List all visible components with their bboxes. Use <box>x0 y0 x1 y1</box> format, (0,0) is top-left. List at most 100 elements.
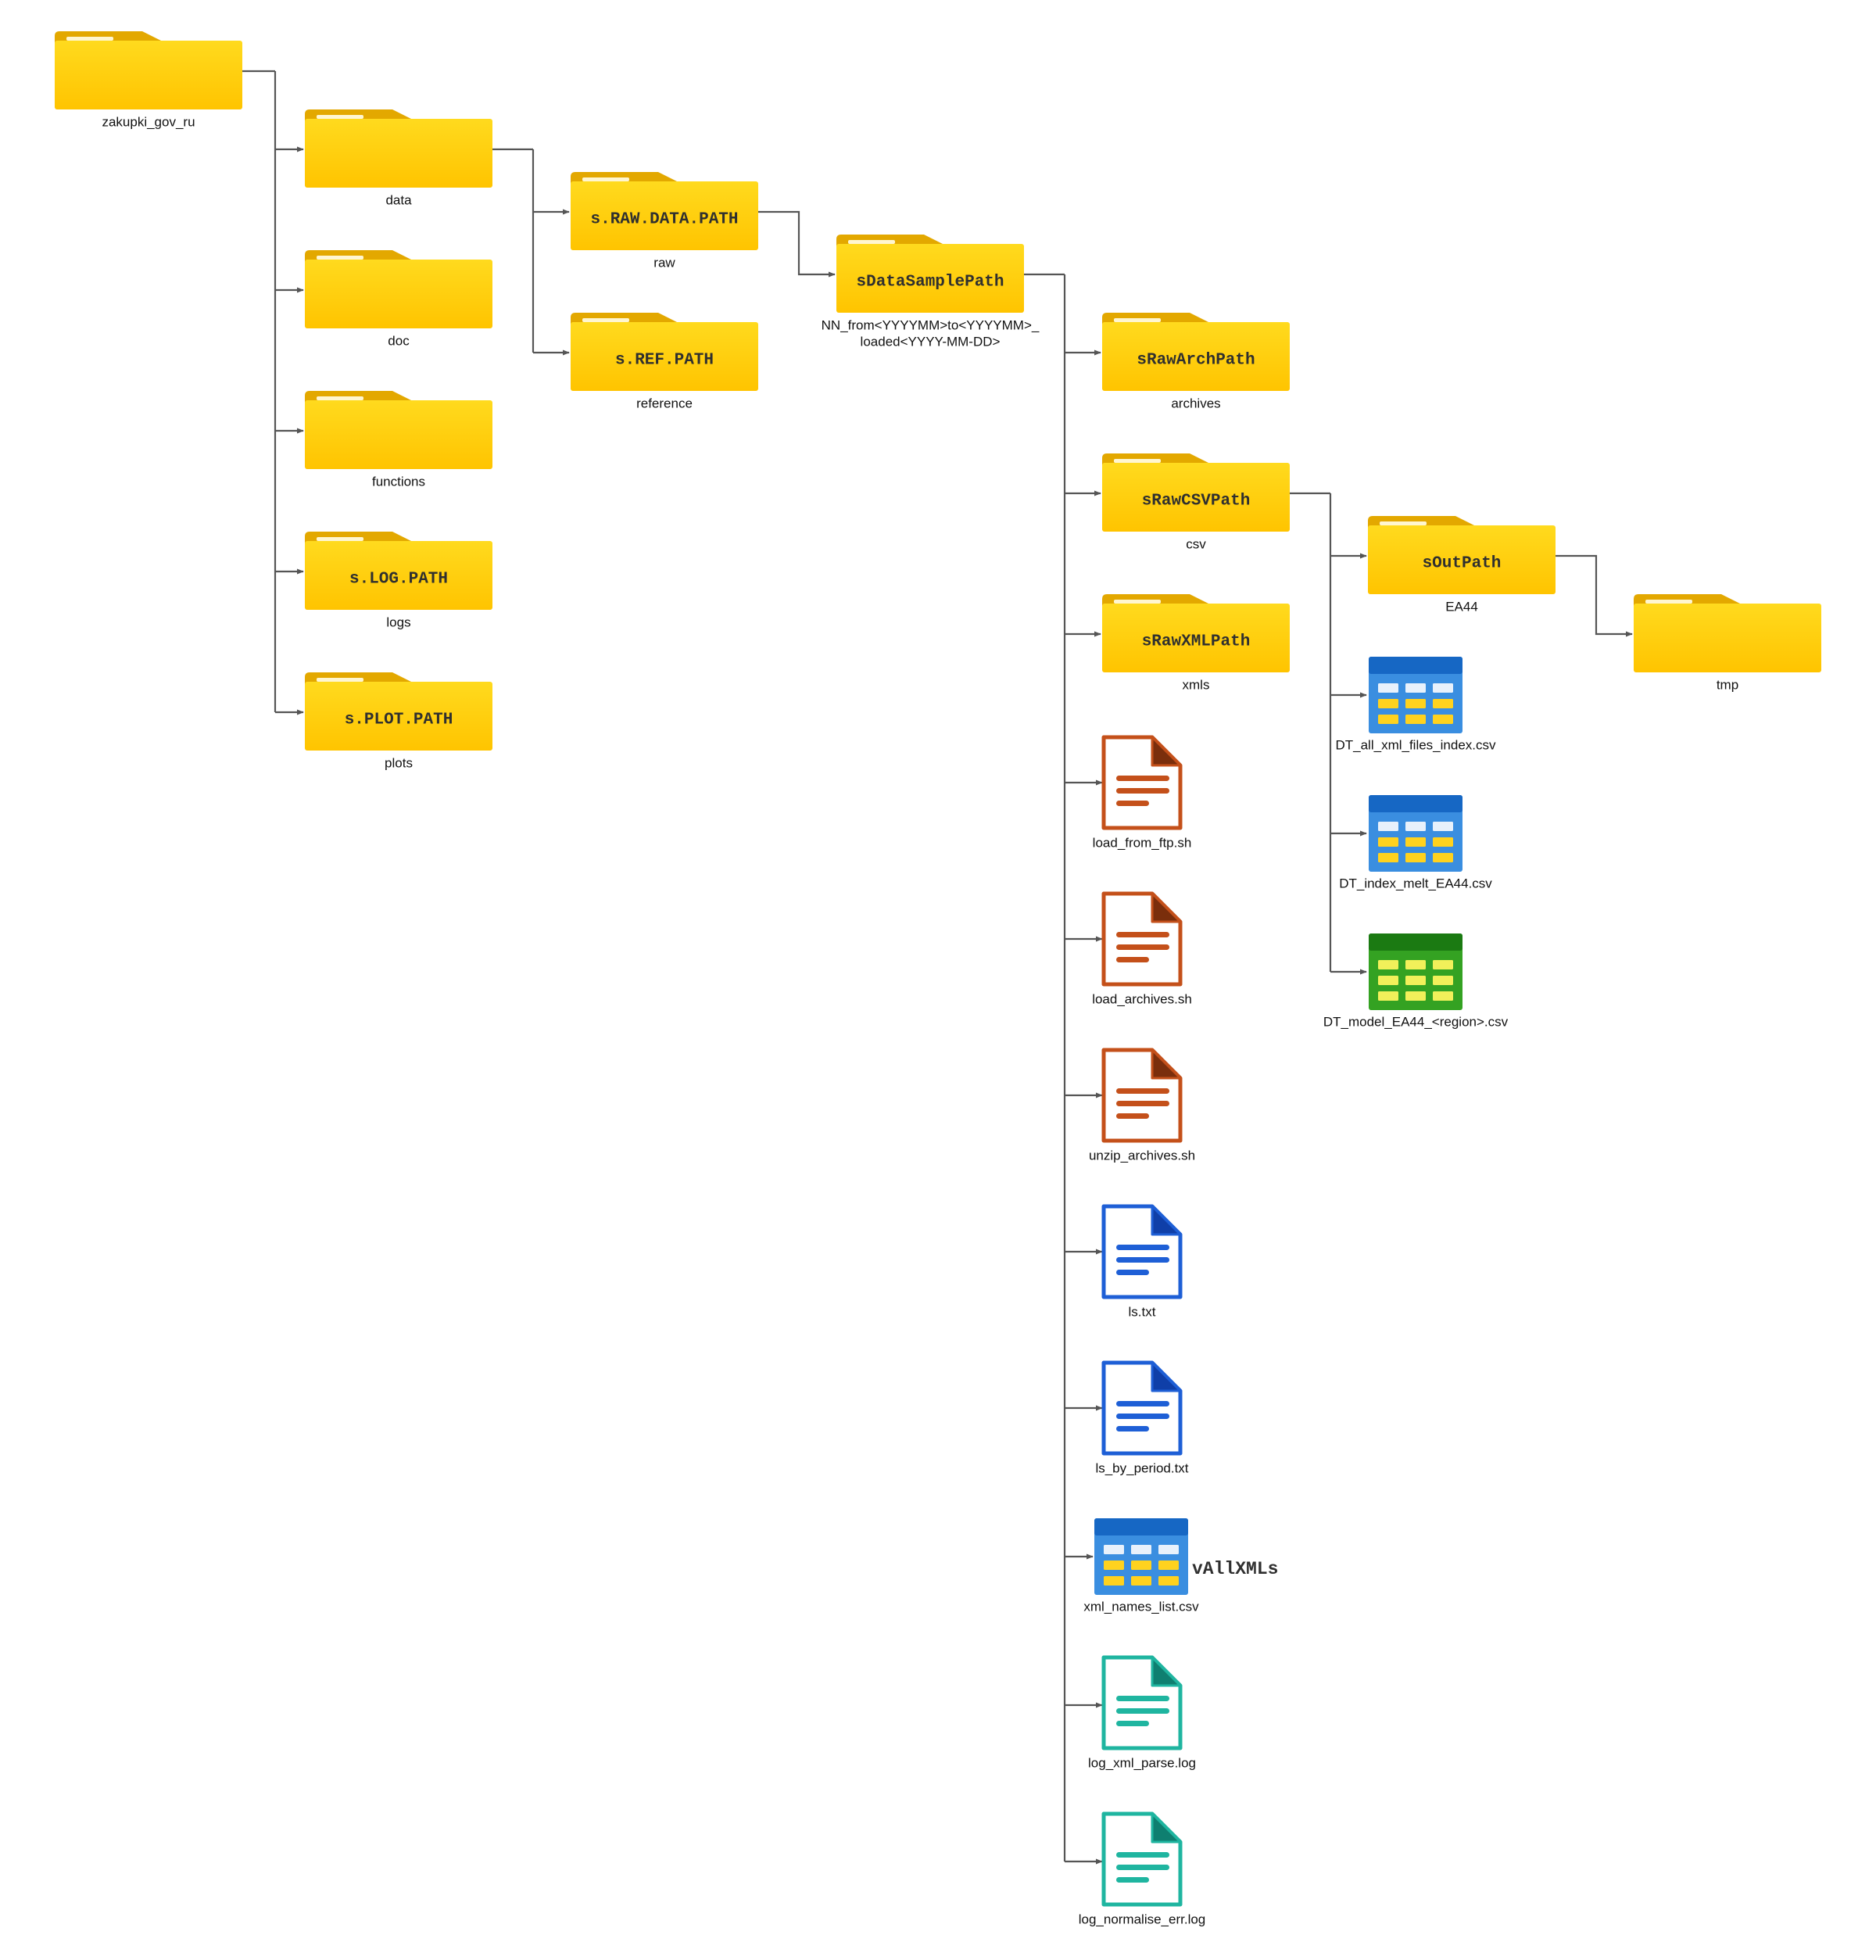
folder-label: raw <box>653 255 675 270</box>
table-icon <box>1369 933 1462 1010</box>
page-fold <box>1151 1361 1182 1392</box>
folder-tab-strip <box>317 396 363 400</box>
file-load_from_ftp[interactable]: load_from_ftp.sh <box>1093 735 1192 850</box>
folder-tab-strip <box>1114 600 1161 604</box>
table-cell <box>1433 683 1453 693</box>
folder-label: archives <box>1171 396 1220 410</box>
file-label: load_archives.sh <box>1092 991 1192 1006</box>
table-cell <box>1405 991 1426 1001</box>
table-cell <box>1433 960 1453 969</box>
folder-icon <box>305 119 492 188</box>
folder-tmp[interactable]: tmp <box>1634 594 1821 692</box>
folder-sample[interactable]: sDataSamplePathNN_from<YYYYMM>to<YYYYMM>… <box>822 235 1040 349</box>
folder-icon <box>1102 604 1290 672</box>
document-icon <box>1101 891 1183 987</box>
file-log_normalise_err[interactable]: log_normalise_err.log <box>1079 1811 1206 1926</box>
folder-label: plots <box>385 755 413 770</box>
text-line <box>1116 1426 1149 1431</box>
document-icon <box>1101 1655 1183 1750</box>
file-ls_by_period[interactable]: ls_by_period.txt <box>1095 1360 1189 1475</box>
file-dt_index_melt[interactable]: DT_index_melt_EA44.csv <box>1339 795 1492 890</box>
folder-icon <box>1634 604 1821 672</box>
table-cell <box>1378 837 1398 847</box>
folder-icon <box>305 400 492 469</box>
folder-icon <box>836 244 1024 313</box>
table-header <box>1094 1518 1188 1535</box>
table-icon <box>1369 657 1462 733</box>
folder-doc[interactable]: doc <box>305 250 492 348</box>
text-line <box>1116 801 1149 806</box>
table-cell <box>1158 1560 1179 1570</box>
table-cell <box>1405 976 1426 985</box>
text-line <box>1116 1088 1169 1094</box>
table-icon <box>1094 1518 1188 1595</box>
folder-tab-strip <box>848 240 895 244</box>
text-line <box>1116 776 1169 781</box>
table-cell <box>1104 1560 1124 1570</box>
table-cell <box>1433 853 1453 862</box>
text-line <box>1116 788 1169 794</box>
file-log_xml_parse[interactable]: log_xml_parse.log <box>1088 1655 1196 1770</box>
file-dt_model[interactable]: DT_model_EA44_<region>.csv <box>1323 933 1509 1029</box>
file-label: DT_all_xml_files_index.csv <box>1335 737 1496 752</box>
page-fold <box>1151 736 1182 767</box>
folder-icon <box>305 682 492 751</box>
folder-label: EA44 <box>1445 599 1478 614</box>
folder-root[interactable]: zakupki_gov_ru <box>55 31 242 129</box>
text-line <box>1116 1257 1169 1263</box>
file-label: xml_names_list.csv <box>1083 1599 1199 1614</box>
table-cell <box>1104 1576 1124 1586</box>
folder-functions[interactable]: functions <box>305 391 492 489</box>
table-header <box>1369 657 1462 674</box>
page-fold <box>1151 892 1182 923</box>
page-fold <box>1151 1205 1182 1236</box>
file-label: DT_model_EA44_<region>.csv <box>1323 1014 1509 1029</box>
edge-raw-sample <box>758 210 836 278</box>
folder-tab-strip <box>317 678 363 682</box>
table-cell <box>1378 715 1398 724</box>
folder-title: s.LOG.PATH <box>349 571 448 589</box>
table-cell <box>1433 837 1453 847</box>
folder-title: s.REF.PATH <box>615 352 714 370</box>
file-ls[interactable]: ls.txt <box>1101 1204 1183 1319</box>
folder-tab-strip <box>317 115 363 119</box>
folder-tab-strip <box>1114 459 1161 463</box>
folder-title: s.RAW.DATA.PATH <box>590 211 738 229</box>
file-label: log_normalise_err.log <box>1079 1912 1206 1926</box>
table-cell <box>1131 1560 1151 1570</box>
table-cell <box>1378 699 1398 708</box>
folder-tab-strip <box>317 256 363 260</box>
table-cell <box>1405 699 1426 708</box>
page-fold <box>1151 1812 1182 1844</box>
table-cell <box>1433 991 1453 1001</box>
folder-title: s.PLOT.PATH <box>345 711 453 729</box>
file-unzip_archives[interactable]: unzip_archives.sh <box>1089 1048 1195 1163</box>
table-header <box>1369 795 1462 812</box>
file-dt_all_xml[interactable]: DT_all_xml_files_index.csv <box>1335 657 1496 752</box>
folder-title: sRawCSVPath <box>1142 493 1251 511</box>
folder-label: xmls <box>1183 677 1210 692</box>
folder-title: sOutPath <box>1423 555 1502 573</box>
folder-plots[interactable]: s.PLOT.PATH plots <box>305 672 492 770</box>
folder-raw[interactable]: s.RAW.DATA.PATH raw <box>571 172 758 270</box>
folder-tab-strip <box>1114 318 1161 322</box>
folder-tab-strip <box>66 37 113 41</box>
file-label: load_from_ftp.sh <box>1093 835 1192 850</box>
folder-tab-strip <box>1380 521 1427 525</box>
table-cell <box>1158 1576 1179 1586</box>
file-load_archives[interactable]: load_archives.sh <box>1092 891 1192 1006</box>
table-cell <box>1158 1545 1179 1554</box>
folder-label: zakupki_gov_ru <box>102 114 195 129</box>
table-cell <box>1378 822 1398 831</box>
text-line <box>1116 1852 1169 1858</box>
folder-data[interactable]: data <box>305 109 492 207</box>
text-line <box>1116 932 1169 937</box>
